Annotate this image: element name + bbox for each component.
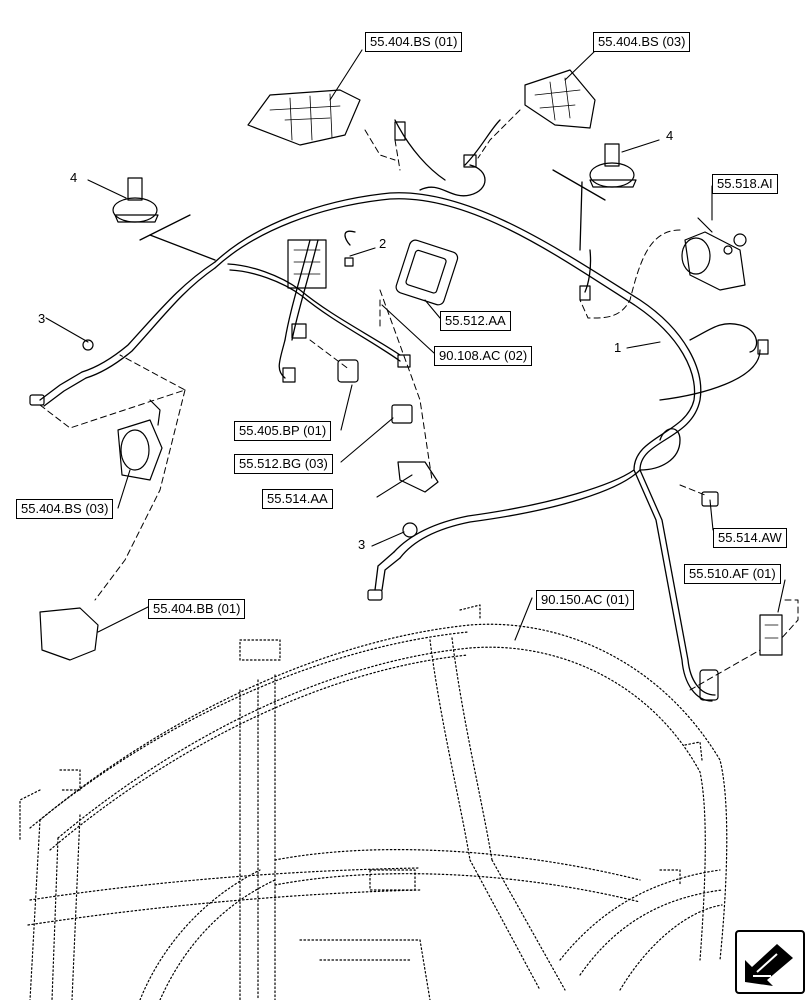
switch-512bg [391,404,413,424]
callout-bolt-left: 4 [70,170,78,185]
ref-90-108-ac-02[interactable]: 90.108.AC (02) [434,346,533,366]
ref-55-518-ai[interactable]: 55.518.AI [712,174,778,194]
next-page-button[interactable] [735,930,805,994]
ref-55-404-bs-03-side[interactable]: 55.404.BS (03) [16,499,114,519]
control-panel [395,239,459,306]
connector-510af [759,614,783,656]
cab-frame [19,604,728,1000]
callout-main-harness: 1 [614,340,622,355]
callout-ground-left: 3 [38,311,46,326]
work-lamp-top-left [247,89,361,146]
leader-lines [45,49,786,641]
ref-55-514-aa[interactable]: 55.514.AA [262,489,333,509]
main-harness [39,119,761,702]
sensor-514aw [701,491,719,507]
ref-55-405-bp-01[interactable]: 55.405.BP (01) [234,421,332,441]
sensor-514aa [397,461,439,493]
ground-terminal-right [402,522,418,538]
mounting-bolt-left [112,177,159,223]
connector-405bp [337,359,359,383]
work-lamp-side [117,399,163,481]
work-lamp-top-right [524,69,596,129]
callout-ground-right: 3 [358,537,366,552]
ref-55-404-bb-01[interactable]: 55.404.BB (01) [148,599,246,619]
lamp-connector-left [394,121,406,141]
ref-55-512-bg-03[interactable]: 55.512.BG (03) [234,454,333,474]
ref-55-404-bs-01[interactable]: 55.404.BS (01) [365,32,463,52]
ref-55-404-bs-03-top[interactable]: 55.404.BS (03) [593,32,691,52]
ref-55-514-aw[interactable]: 55.514.AW [713,528,787,548]
ground-terminal-left [82,339,94,351]
section-cut-marks [139,169,606,261]
mounting-bolt-right [589,143,637,188]
washer-pump-module [681,217,747,291]
assembly-lines [39,109,799,691]
callout-bolt-right: 4 [666,128,674,143]
ref-90-150-ac-01[interactable]: 90.150.AC (01) [536,590,635,610]
ref-55-510-af-01[interactable]: 55.510.AF (01) [684,564,781,584]
components [29,69,783,701]
relay-block [287,239,327,289]
callout-screw: 2 [379,236,387,251]
lamp-connector-right [463,154,477,168]
harness-connector-rear [699,669,719,701]
ref-55-512-aa[interactable]: 55.512.AA [440,311,511,331]
beacon-module [39,607,99,661]
next-page-arrow-icon [745,944,793,986]
